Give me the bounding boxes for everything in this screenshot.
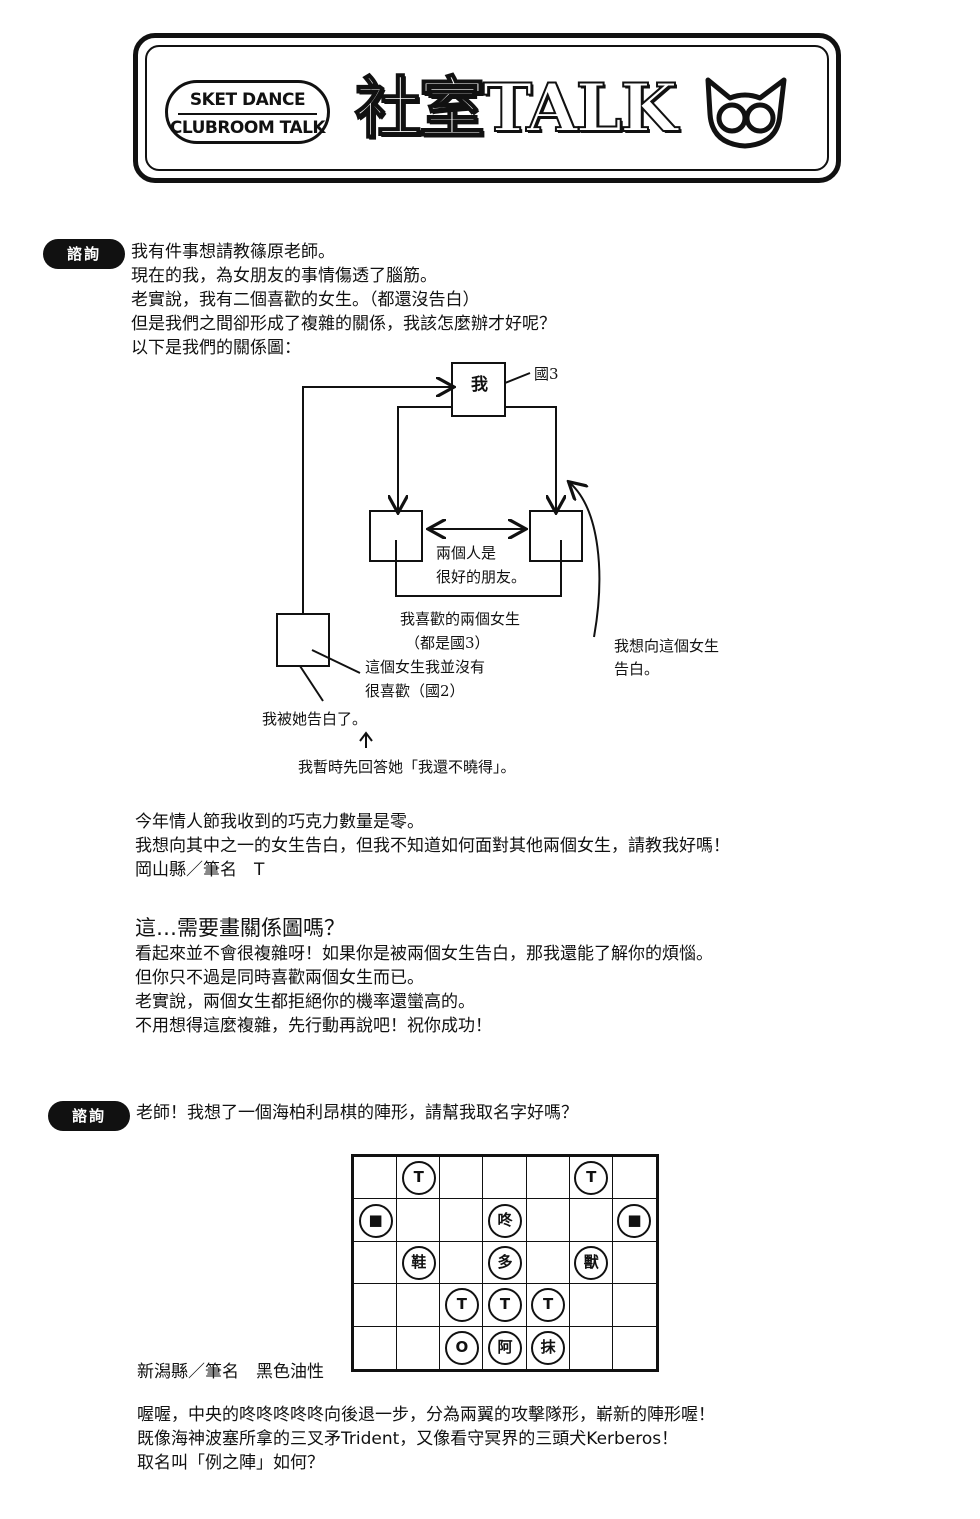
board-cell: [483, 1199, 527, 1242]
board-cell: [526, 1199, 570, 1242]
board-cell: [570, 1326, 613, 1369]
series-badge: SKET DANCE CLUBROOM TALK: [165, 80, 330, 144]
board-cell: [440, 1199, 484, 1242]
board-piece: T: [488, 1288, 522, 1323]
liked-note-2: （都是國3）: [405, 634, 490, 652]
page-title: 社室TALK: [354, 68, 678, 148]
q1-line-2: 現在的我，為女朋友的事情傷透了腦筋。: [131, 266, 437, 286]
confess-note-2: 告白。: [614, 660, 660, 678]
board-piece: 鞋: [401, 1246, 436, 1280]
a1-line-4: 不用想得這麼複雜，先行動再說吧！祝你成功！: [135, 1016, 492, 1036]
board-cell: [483, 1157, 527, 1200]
board-cell: [397, 1157, 441, 1200]
board-piece: T: [444, 1288, 479, 1323]
badge-line-1: SKET DANCE: [189, 90, 306, 110]
q1-line-1: 我有件事想請教篠原老師。: [131, 242, 335, 262]
confess-note-1: 我想向這個女生: [614, 637, 720, 655]
board-piece: T: [531, 1288, 566, 1323]
board-cell: [527, 1326, 570, 1369]
q1-line-5: 以下是我們的關係圖：: [131, 338, 301, 358]
a1-line-1: 看起來並不會很複雜呀！如果你是被兩個女生告白，那我還能了解你的煩惱。: [135, 944, 713, 964]
board-cell: [526, 1157, 570, 1200]
reply-note: 我暫時先回答她「我還不曉得」。: [298, 758, 516, 776]
board-piece: T: [401, 1161, 436, 1196]
board-cell: [397, 1284, 441, 1327]
consult-label-1: 諮詢: [43, 239, 125, 269]
consult-label-2: 諮詢: [48, 1101, 130, 1131]
friends-note-1: 兩個人是: [436, 544, 497, 562]
board-cell: [613, 1327, 656, 1369]
answer-1-title: 這…需要畫關係圖嗎？: [135, 916, 345, 940]
other-girl-note-2: 很喜歡（國2）: [365, 682, 465, 700]
girl-right-box: [529, 510, 583, 562]
board-cell: [440, 1326, 484, 1369]
board-cell: [483, 1241, 527, 1285]
board-cell: [483, 1284, 527, 1327]
badge-rule: [178, 113, 317, 115]
board-cell: [483, 1326, 527, 1369]
board-cell: [354, 1157, 398, 1200]
q2-signature: 新潟縣／筆名 黑色油性: [137, 1362, 324, 1382]
header-frame: [133, 33, 841, 183]
board-cell: [397, 1241, 441, 1285]
q2-text: 老師！我想了一個海柏利昂棋的陣形，請幫我取名字好嗎？: [136, 1103, 578, 1123]
board-cell: [569, 1199, 613, 1242]
a2-line-3: 取名叫「例之陣」如何？: [137, 1453, 324, 1473]
q1-line-4: 但是我們之間卻形成了複雜的關係，我該怎麼辦才好呢？: [131, 314, 556, 334]
confessed-note: 我被她告白了。: [262, 710, 368, 728]
q1-after-line-2: 我想向其中之一的女生告白，但我不知道如何面對其他兩個女生，請教我好嗎！: [135, 836, 730, 856]
liked-note-1: 我喜歡的兩個女生: [400, 610, 521, 628]
a2-line-1: 喔喔，中央的咚咚咚咚咚向後退一步，分為兩翼的攻擊隊形，嶄新的陣形喔！: [137, 1405, 715, 1425]
board-cell: [569, 1157, 613, 1200]
q1-line-3: 老實說，我有二個喜歡的女生。（都還沒告白）: [131, 290, 480, 310]
other-girl-box: [276, 613, 330, 667]
other-girl-note-1: 這個女生我並沒有: [365, 658, 486, 676]
board-piece: 獸: [574, 1246, 609, 1280]
cat-mascot-icon: [705, 77, 787, 149]
relationship-diagram: [276, 362, 601, 748]
board-piece: ■: [617, 1203, 652, 1238]
me-grade-label: 國3: [534, 365, 559, 383]
board-cell: [354, 1241, 398, 1285]
header-inner-border: [145, 45, 829, 171]
a1-line-2: 但你只不過是同時喜歡兩個女生而已。: [135, 968, 424, 988]
board-piece: 咚: [488, 1203, 522, 1238]
badge-line-2: CLUBROOM TALK: [169, 118, 326, 138]
a1-line-3: 老實說，兩個女生都拒絕你的機率還蠻高的。: [135, 992, 475, 1012]
board-piece: 多: [488, 1246, 522, 1280]
board-piece: ■: [358, 1203, 393, 1238]
board-cell: [440, 1284, 484, 1327]
q1-signature: 岡山縣／筆名 T: [135, 860, 265, 880]
board-cell: [354, 1199, 398, 1242]
board-cell: [612, 1284, 656, 1327]
a2-line-2: 既像海神波塞所拿的三叉矛Trident，又像看守冥界的三頭犬Kerberos！: [137, 1429, 679, 1449]
board-cell: [397, 1326, 441, 1369]
board-cell: [440, 1241, 484, 1285]
me-label: 我: [471, 375, 488, 395]
q1-after-line-1: 今年情人節我收到的巧克力數量是零。: [135, 812, 424, 832]
board-piece: 抹: [531, 1330, 566, 1365]
friends-note-2: 很好的朋友。: [436, 568, 527, 586]
board-piece: T: [574, 1161, 609, 1196]
board-cell: [612, 1157, 656, 1200]
board-cell: [526, 1241, 570, 1285]
board-cell: [612, 1242, 656, 1285]
board-cell: [526, 1284, 570, 1327]
board-cell: [612, 1199, 656, 1242]
board-cell: [354, 1284, 398, 1327]
board-cell: [569, 1241, 613, 1285]
board-cell: [354, 1326, 398, 1369]
board-cell: [397, 1199, 441, 1242]
board-cell: [440, 1157, 484, 1200]
board-piece: 阿: [488, 1330, 522, 1365]
board-cell: [569, 1284, 613, 1327]
board-piece: O: [444, 1330, 479, 1365]
